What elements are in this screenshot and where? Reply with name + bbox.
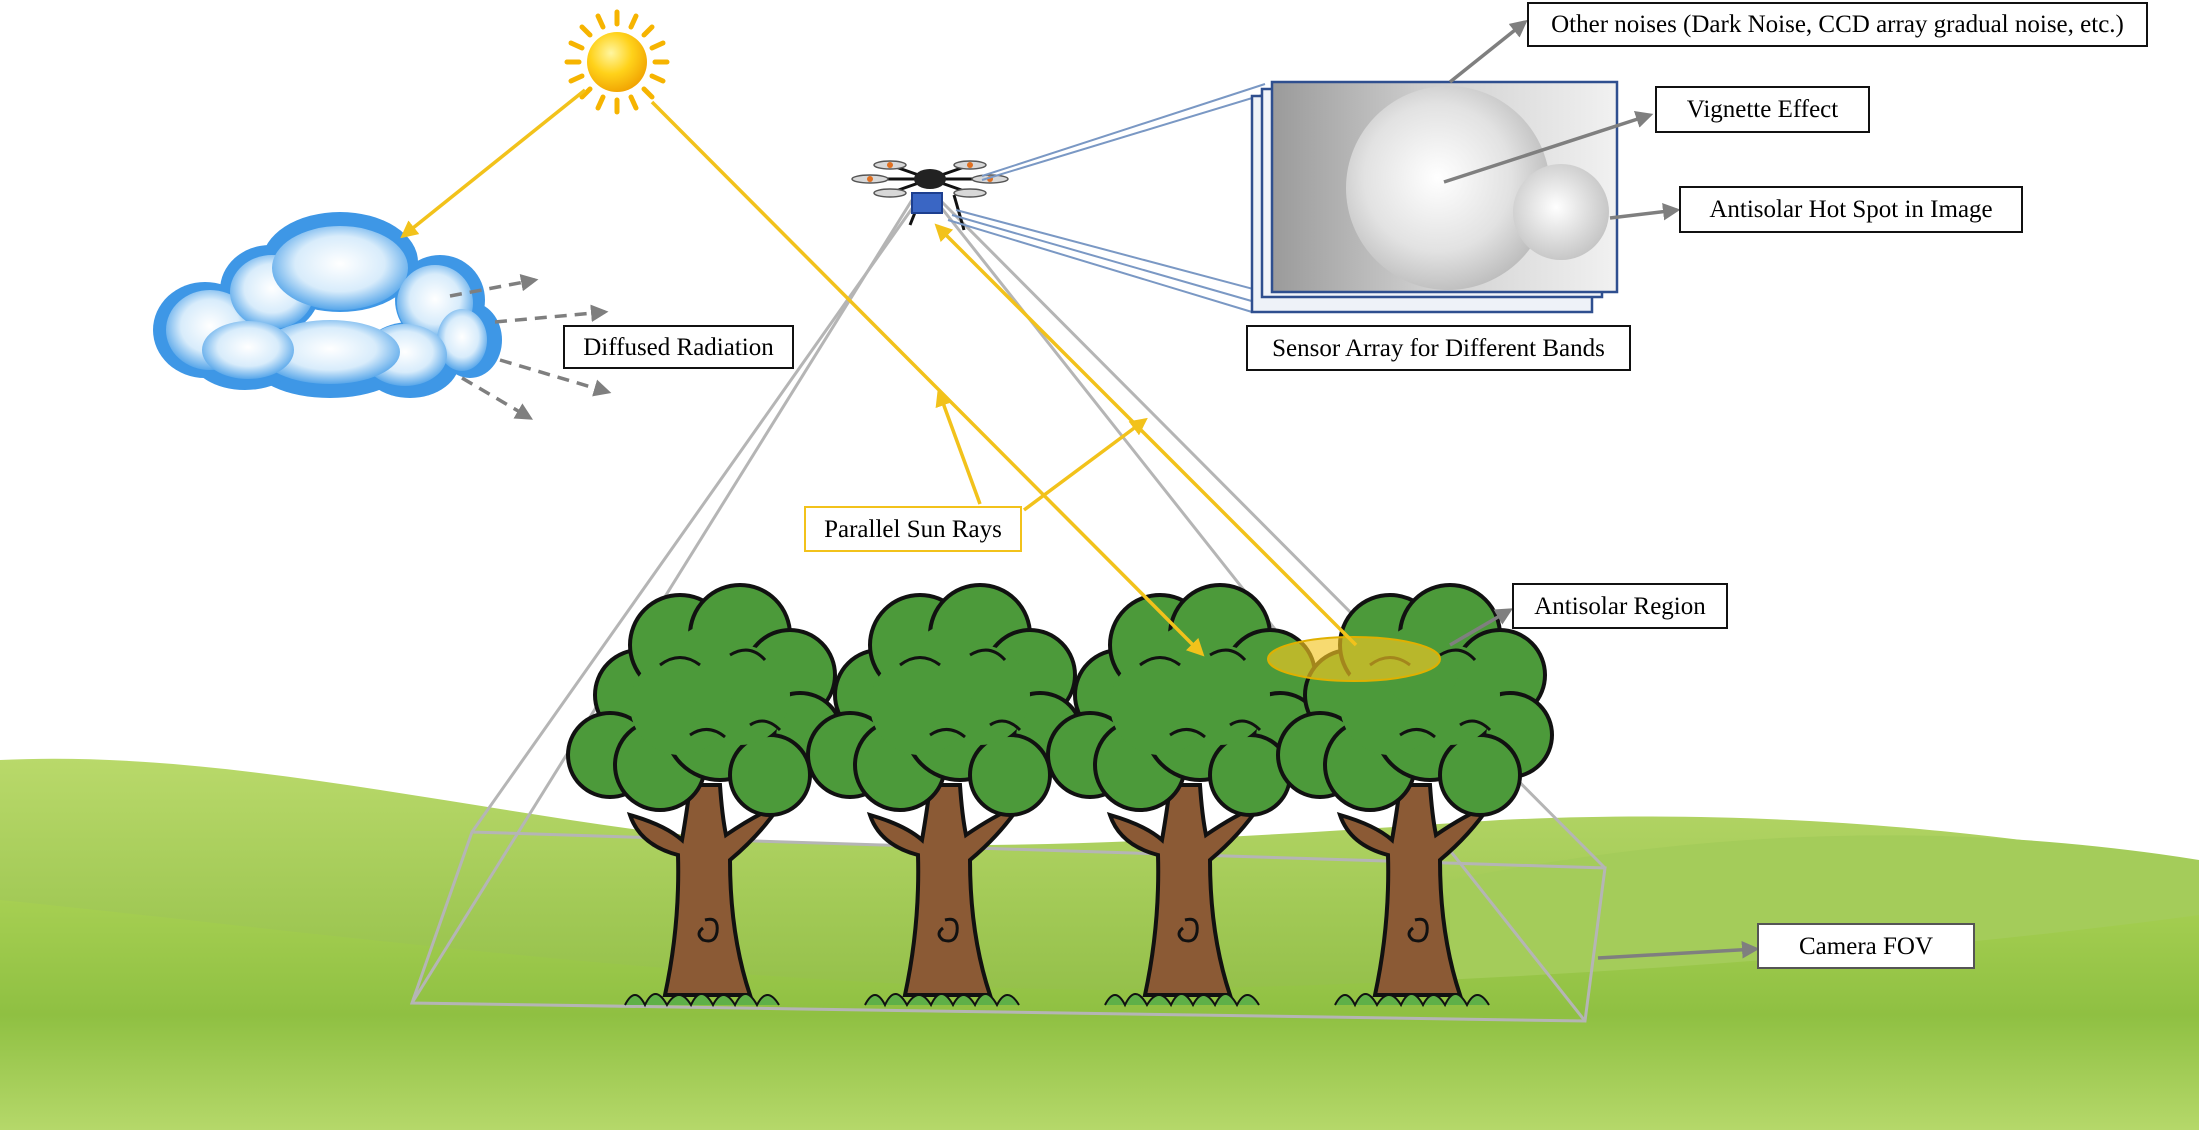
drone-icon [851,160,1009,231]
sun-rays [400,88,1358,657]
diffused-radiation-arrows [449,273,612,420]
antisolar-region-label: Antisolar Region [1512,583,1728,629]
sun-icon [564,9,670,115]
parallel-sun-rays-label: Parallel Sun Rays [804,506,1022,552]
diffused-radiation-label: Diffused Radiation [563,325,794,369]
vignette-effect-label: Vignette Effect [1655,86,1870,133]
cloud-icon [153,212,502,398]
antisolar-region-ellipse [1267,636,1441,682]
sensor-projection-lines [947,83,1273,313]
sensor-array [1250,80,1619,314]
sensor-array-label: Sensor Array for Different Bands [1246,325,1631,371]
pointer-arrows [1443,19,1760,960]
antisolar-hot-spot-label: Antisolar Hot Spot in Image [1679,186,2023,233]
camera-fov-label: Camera FOV [1757,923,1975,969]
other-noises-label: Other noises (Dark Noise, CCD array grad… [1527,2,2148,47]
